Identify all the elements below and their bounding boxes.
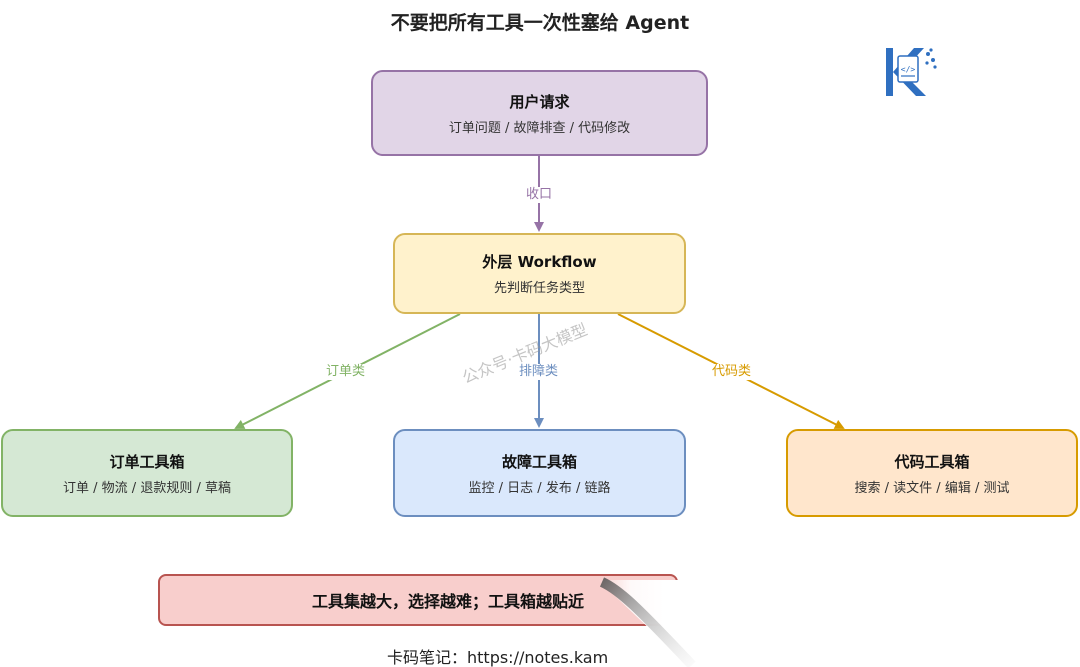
node-subtitle: 订单问题 / 故障排查 / 代码修改 [448,120,631,136]
diagram-title: 不要把所有工具一次性塞给 Agent [390,12,690,34]
node-title: 代码工具箱 [894,452,970,471]
node-subtitle: 监控 / 日志 / 发布 / 链路 [468,480,611,496]
page-curl-overlay [598,577,730,667]
node-title: 外层 Workflow [482,253,597,271]
node-outer-workflow: 外层 Workflow 先判断任务类型 [393,233,686,314]
edge-label-collect: 收口 [524,187,555,203]
node-user-request: 用户请求 订单问题 / 故障排查 / 代码修改 [371,70,708,156]
node-subtitle: 订单 / 物流 / 退款规则 / 草稿 [63,480,231,496]
edge-label-fault: 排障类 [517,364,561,380]
node-title: 用户请求 [509,92,570,111]
node-subtitle: 先判断任务类型 [493,281,585,296]
node-order-toolbox: 订单工具箱 订单 / 物流 / 退款规则 / 草稿 [1,429,293,517]
node-code-toolbox: 代码工具箱 搜索 / 读文件 / 编辑 / 测试 [786,429,1078,517]
edge-label-code: 代码类 [710,364,754,380]
node-title: 故障工具箱 [501,452,577,471]
svg-text:</>: </> [901,65,916,74]
node-fault-toolbox: 故障工具箱 监控 / 日志 / 发布 / 链路 [393,429,686,517]
kama-logo-icon: </> [886,48,937,96]
node-subtitle: 搜索 / 读文件 / 编辑 / 测试 [854,480,1010,496]
edge-label-order: 订单类 [324,364,368,380]
banner-text: 工具集越大，选择越难；工具箱越贴近 [311,592,584,611]
footer-note: 卡码笔记：https://notes.kam [387,648,609,667]
summary-banner: 工具集越大，选择越难；工具箱越贴近 [158,574,678,626]
node-title: 订单工具箱 [109,452,185,471]
